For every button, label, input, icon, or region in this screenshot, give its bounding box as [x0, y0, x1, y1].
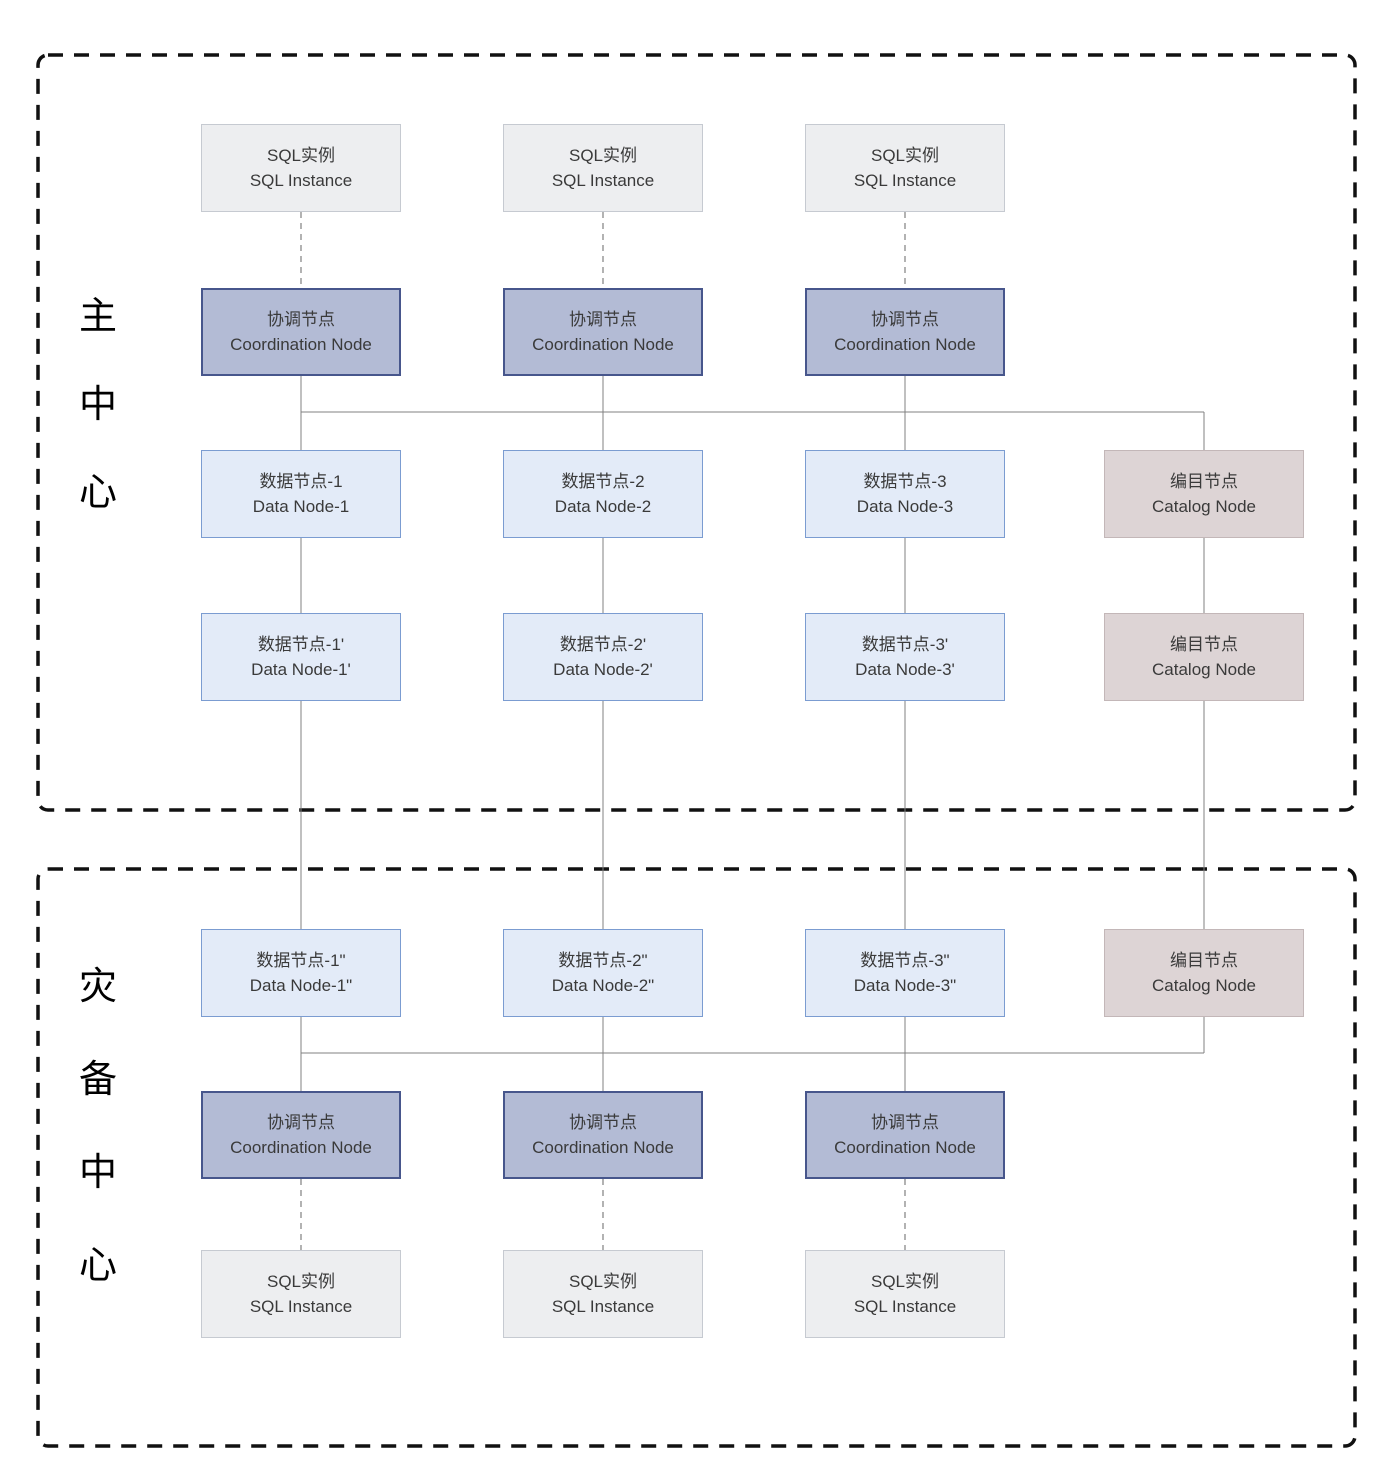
- node-label-en: SQL Instance: [551, 171, 655, 190]
- sql-instance-node: SQL实例 SQL Instance: [201, 1250, 401, 1338]
- dr-center-label-char: 心: [78, 1245, 117, 1287]
- sql-instance-node: SQL实例 SQL Instance: [805, 124, 1005, 212]
- coordination-node: 协调节点 Coordination Node: [201, 288, 401, 376]
- node-label-zh: 数据节点-2": [558, 951, 648, 970]
- node-label-zh: 协调节点: [569, 310, 637, 329]
- node-label-zh: SQL实例: [266, 146, 336, 165]
- node-label-zh: 编目节点: [1170, 635, 1238, 654]
- node-label-zh: 协调节点: [267, 310, 335, 329]
- node-label-en: Data Node-2': [553, 660, 653, 679]
- node-label-zh: SQL实例: [266, 1272, 336, 1291]
- coordination-node: 协调节点 Coordination Node: [805, 288, 1005, 376]
- primary-center-border: [36, 53, 1357, 812]
- coordination-node: 协调节点 Coordination Node: [503, 288, 703, 376]
- node-label-zh: 编目节点: [1170, 951, 1238, 970]
- node-label-zh: 协调节点: [871, 310, 939, 329]
- node-label-zh: 数据节点-1': [257, 635, 345, 654]
- sql-instance-node: SQL实例 SQL Instance: [503, 1250, 703, 1338]
- node-label-zh: SQL实例: [568, 146, 638, 165]
- node-label-en: Data Node-1: [252, 497, 350, 516]
- data-node: 数据节点-2' Data Node-2': [503, 613, 703, 701]
- primary-center-label-char: 中: [78, 384, 117, 426]
- data-node: 数据节点-2 Data Node-2: [503, 450, 703, 538]
- node-label-en: SQL Instance: [853, 171, 957, 190]
- catalog-node: 编目节点 Catalog Node: [1104, 613, 1304, 701]
- primary-center-label-char: 主: [78, 296, 117, 338]
- sql-instance-node: SQL实例 SQL Instance: [805, 1250, 1005, 1338]
- data-node: 数据节点-2" Data Node-2": [503, 929, 703, 1017]
- node-label-en: Coordination Node: [532, 1138, 674, 1157]
- sql-instance-node: SQL实例 SQL Instance: [503, 124, 703, 212]
- node-label-en: Data Node-2: [554, 497, 652, 516]
- node-label-zh: 数据节点-2: [561, 472, 645, 491]
- node-label-en: Coordination Node: [834, 335, 976, 354]
- data-node: 数据节点-1' Data Node-1': [201, 613, 401, 701]
- node-label-zh: 编目节点: [1170, 472, 1238, 491]
- node-label-zh: 数据节点-1: [259, 472, 343, 491]
- node-label-zh: 协调节点: [871, 1113, 939, 1132]
- node-label-en: Data Node-3: [856, 497, 954, 516]
- node-label-en: Data Node-3': [855, 660, 955, 679]
- node-label-en: SQL Instance: [551, 1297, 655, 1316]
- sql-instance-node: SQL实例 SQL Instance: [201, 124, 401, 212]
- node-label-en: Data Node-3": [853, 976, 957, 995]
- catalog-node: 编目节点 Catalog Node: [1104, 450, 1304, 538]
- node-label-en: SQL Instance: [249, 171, 353, 190]
- coordination-node: 协调节点 Coordination Node: [503, 1091, 703, 1179]
- primary-center-label-char: 心: [78, 472, 117, 514]
- node-label-en: SQL Instance: [853, 1297, 957, 1316]
- dr-center-label: 灾 备 中 心: [72, 962, 124, 1334]
- dr-center-label-char: 中: [78, 1152, 117, 1194]
- primary-center-label: 主 中 心: [72, 292, 124, 556]
- node-label-en: Coordination Node: [230, 335, 372, 354]
- node-label-zh: 协调节点: [267, 1113, 335, 1132]
- node-label-en: Data Node-2": [551, 976, 655, 995]
- node-label-en: Coordination Node: [834, 1138, 976, 1157]
- node-label-zh: 数据节点-1": [256, 951, 346, 970]
- node-label-en: Catalog Node: [1152, 976, 1256, 995]
- data-node: 数据节点-3' Data Node-3': [805, 613, 1005, 701]
- node-label-zh: 数据节点-3': [861, 635, 949, 654]
- node-label-zh: 协调节点: [569, 1113, 637, 1132]
- node-label-zh: 数据节点-2': [559, 635, 647, 654]
- node-label-en: Coordination Node: [532, 335, 674, 354]
- data-node: 数据节点-1" Data Node-1": [201, 929, 401, 1017]
- node-label-zh: SQL实例: [568, 1272, 638, 1291]
- node-label-en: Catalog Node: [1152, 497, 1256, 516]
- node-label-en: Data Node-1': [251, 660, 351, 679]
- coordination-node: 协调节点 Coordination Node: [805, 1091, 1005, 1179]
- dr-center-label-char: 灾: [78, 966, 117, 1008]
- node-label-en: SQL Instance: [249, 1297, 353, 1316]
- node-label-zh: 数据节点-3": [860, 951, 950, 970]
- dr-center-border: [36, 867, 1357, 1448]
- node-label-en: Data Node-1": [249, 976, 353, 995]
- node-label-en: Coordination Node: [230, 1138, 372, 1157]
- catalog-node: 编目节点 Catalog Node: [1104, 929, 1304, 1017]
- node-label-zh: SQL实例: [870, 146, 940, 165]
- node-label-zh: 数据节点-3: [863, 472, 947, 491]
- data-node: 数据节点-3" Data Node-3": [805, 929, 1005, 1017]
- node-label-zh: SQL实例: [870, 1272, 940, 1291]
- dr-center-label-char: 备: [78, 1059, 117, 1101]
- coordination-node: 协调节点 Coordination Node: [201, 1091, 401, 1179]
- node-label-en: Catalog Node: [1152, 660, 1256, 679]
- data-node: 数据节点-3 Data Node-3: [805, 450, 1005, 538]
- data-node: 数据节点-1 Data Node-1: [201, 450, 401, 538]
